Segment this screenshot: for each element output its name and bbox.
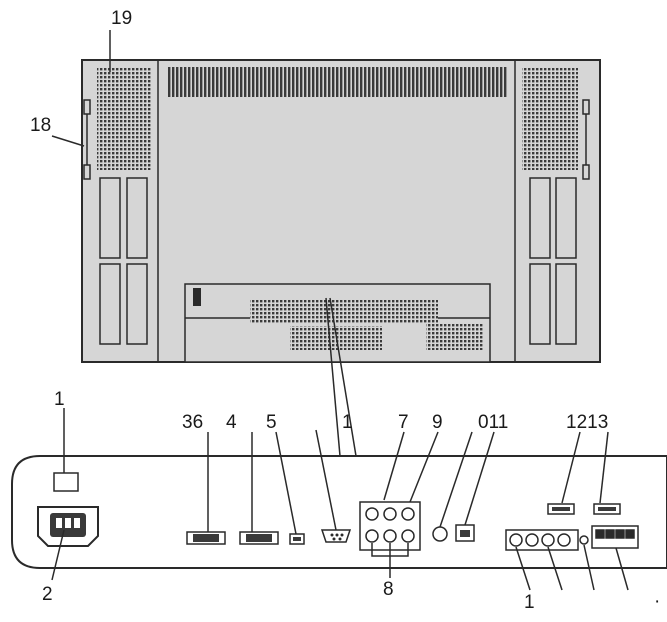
hdmi-port-5 [289, 533, 305, 545]
callout-edge: · [654, 591, 661, 612]
callout-7: 7 [398, 412, 409, 433]
callout-1-bottom: 1 [524, 592, 535, 613]
left-slot-panels [99, 177, 148, 345]
callout-1-power-switch: 1 [54, 389, 65, 410]
right-speaker-grille [522, 68, 578, 170]
callout-1213: 1213 [566, 412, 609, 433]
zoom-line-right [329, 297, 357, 457]
callout-19: 19 [111, 8, 133, 29]
rca-output-row [505, 529, 579, 551]
callout-2: 2 [42, 584, 53, 605]
callout-4: 4 [226, 412, 237, 433]
right-slot-panels [529, 177, 577, 345]
ac-power-inlet [37, 506, 99, 547]
left-speaker-grille [97, 68, 151, 170]
zoom-line-left [325, 297, 341, 457]
rs232-port-12 [547, 503, 575, 515]
callout-5: 5 [266, 412, 277, 433]
rca-component-block [359, 501, 421, 551]
callout-18: 18 [30, 115, 52, 136]
power-switch [53, 472, 79, 492]
dvi-port-36 [186, 531, 226, 545]
connector-bay [184, 283, 491, 363]
detail-connector-panel [11, 455, 667, 569]
audio-jack [432, 526, 448, 542]
speaker-terminal-block [591, 525, 639, 549]
left-handle [83, 99, 91, 180]
callout-36: 36 [182, 412, 204, 433]
dvi-port-4 [239, 531, 279, 545]
callout-1-vga: 1 [342, 412, 353, 433]
monitor-rear-panel [81, 59, 601, 363]
vga-port [320, 529, 352, 543]
callout-011: 011 [478, 412, 509, 433]
right-handle [582, 99, 590, 180]
lan-port [455, 524, 475, 542]
callout-9: 9 [432, 412, 443, 433]
small-jack [579, 535, 589, 545]
top-vent [168, 67, 508, 97]
leader-lines [51, 408, 629, 591]
callout-8: 8 [383, 579, 394, 600]
rs232-port-13 [593, 503, 621, 515]
